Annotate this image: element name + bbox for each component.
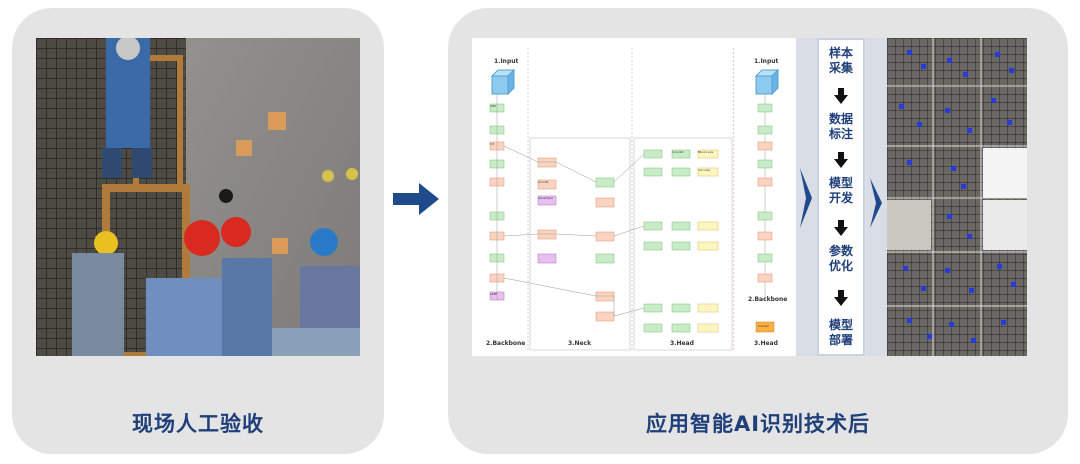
arrow-right-icon [393,183,439,215]
section-label-head-2: 3.Head [754,340,778,347]
detection-results-grid [887,38,1027,356]
block-cls-loss: Cls Loss [698,168,711,172]
section-label-backbone: 2.Backbone [486,340,526,347]
chevron-right-icon [796,38,818,356]
step-model-deployment: 模型部署 [828,318,853,347]
step-sample-collection: 样本采集 [828,46,853,75]
section-label-input: 1.Input [494,58,519,65]
block-conv2d: Conv2d [672,150,684,154]
block-box-loss: Bbox Loss [698,150,714,154]
step-parameter-optimization: 参数优化 [828,244,853,273]
left-caption: 现场人工验收 [132,412,264,436]
site-inspection-photo [36,38,360,356]
step-data-labeling: 数据标注 [828,112,853,141]
block-c3: C3 [490,142,495,146]
network-diagram-variant: 1.Input 2.Backbone 3.Head Conv2c [734,38,798,356]
right-caption: 应用智能AI识别技术后 [645,412,871,436]
block-upsample: Upsample [538,196,554,200]
block-conv2: Conv2c [758,324,770,328]
block-sppf: SPPF [490,292,498,296]
process-steps: 样本采集 数据标注 模型开发 参数优化 模型部署 [817,38,865,356]
chevron-right-icon [866,38,888,356]
section-label-head: 3.Head [670,340,694,347]
section-label-backbone-2: 2.Backbone [748,296,788,303]
arrow-down-icon [834,152,848,168]
step-model-development: 模型开发 [828,176,853,205]
arrow-down-icon [834,88,848,104]
block-concat: Concat [538,180,549,184]
section-label-input-2: 1.Input [754,58,779,65]
arrow-down-icon [834,290,848,306]
arrow-down-icon [834,220,848,236]
block-cbs: CBS [490,104,497,108]
section-label-neck: 3.Neck [568,340,592,347]
